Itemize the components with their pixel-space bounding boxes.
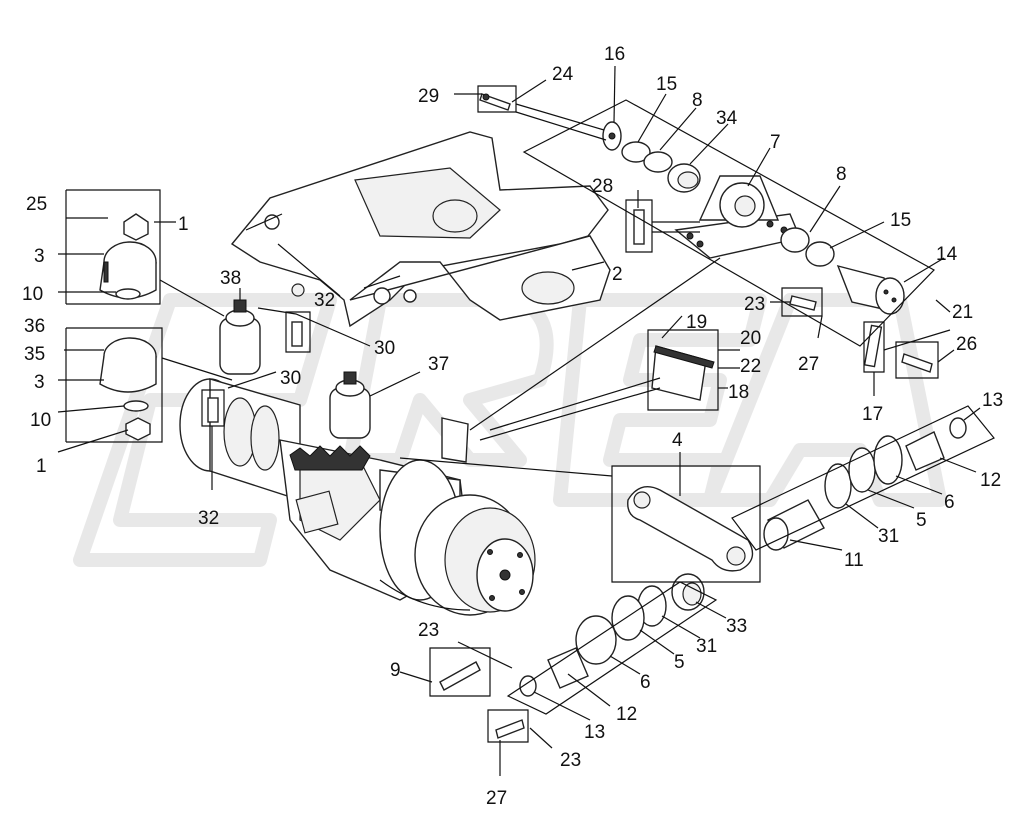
callout-30b: 30 (280, 368, 301, 389)
callout-1b: 1 (36, 456, 47, 477)
group-boxes (65, 85, 995, 743)
callout-13b: 13 (584, 722, 605, 743)
callout-28: 28 (592, 176, 613, 197)
callout-10a: 10 (22, 284, 43, 305)
callout-30a: 30 (374, 338, 395, 359)
callout-8: 8 (692, 90, 703, 111)
callout-5a: 5 (916, 510, 927, 531)
callout-22: 22 (740, 356, 761, 377)
callout-19: 19 (686, 312, 707, 333)
callout-13a: 13 (982, 390, 1003, 411)
callout-3a: 3 (34, 246, 45, 267)
callout-24: 24 (552, 64, 574, 85)
callout-3b: 3 (34, 372, 45, 393)
leader-lines (57, 65, 981, 776)
buffer-left (219, 299, 261, 375)
rubber-stop-bottom (99, 337, 157, 441)
callout-16: 16 (604, 44, 625, 65)
callout-17: 17 (862, 404, 883, 425)
callout-10b: 10 (30, 410, 51, 431)
callout-21: 21 (952, 302, 973, 323)
callout-38: 38 (220, 268, 241, 289)
callout-32b: 32 (198, 508, 219, 529)
callout-29: 29 (418, 86, 439, 107)
callout-25: 25 (26, 194, 47, 215)
callout-5b: 5 (674, 652, 685, 673)
callout-labels: 16 24 29 15 8 34 7 8 15 14 28 2 32 23 27… (22, 44, 1003, 809)
callout-32a: 32 (314, 290, 335, 311)
callout-20: 20 (740, 328, 761, 349)
callout-27b: 27 (486, 788, 507, 809)
callout-1a: 1 (178, 214, 189, 235)
callout-36: 36 (24, 316, 45, 337)
callout-15: 15 (656, 74, 677, 95)
bolts (207, 93, 933, 739)
callout-23a: 23 (744, 294, 765, 315)
callout-31b: 31 (696, 636, 717, 657)
link-bar (627, 486, 754, 572)
callout-34: 34 (716, 108, 738, 129)
callout-35: 35 (24, 344, 45, 365)
axle-hub (379, 459, 536, 616)
callout-4: 4 (672, 430, 683, 451)
pin-right (780, 227, 905, 315)
callout-26: 26 (956, 334, 977, 355)
callout-8b: 8 (836, 164, 847, 185)
bushing-stack-lower (519, 573, 705, 697)
callout-23c: 23 (560, 750, 581, 771)
callout-12a: 12 (980, 470, 1001, 491)
callout-6b: 6 (640, 672, 651, 693)
callout-11: 11 (844, 550, 864, 571)
buffer-right (329, 371, 371, 439)
callout-9: 9 (390, 660, 401, 681)
callout-31a: 31 (878, 526, 899, 547)
callout-37: 37 (428, 354, 449, 375)
callout-12b: 12 (616, 704, 637, 725)
callout-15b: 15 (890, 210, 911, 231)
bushing-stack-upper (602, 121, 701, 193)
callout-27a: 27 (798, 354, 819, 375)
rubber-stop-top (99, 213, 157, 300)
callout-14: 14 (936, 244, 958, 265)
callout-18: 18 (728, 382, 749, 403)
callout-2: 2 (612, 264, 623, 285)
callout-6a: 6 (944, 492, 955, 513)
callout-7: 7 (770, 132, 781, 153)
pin-left (763, 417, 967, 551)
callout-33: 33 (726, 616, 747, 637)
callout-23b: 23 (418, 620, 439, 641)
plate-18 (651, 345, 715, 401)
balance-beam (230, 131, 611, 328)
pivot-bracket (674, 175, 801, 259)
